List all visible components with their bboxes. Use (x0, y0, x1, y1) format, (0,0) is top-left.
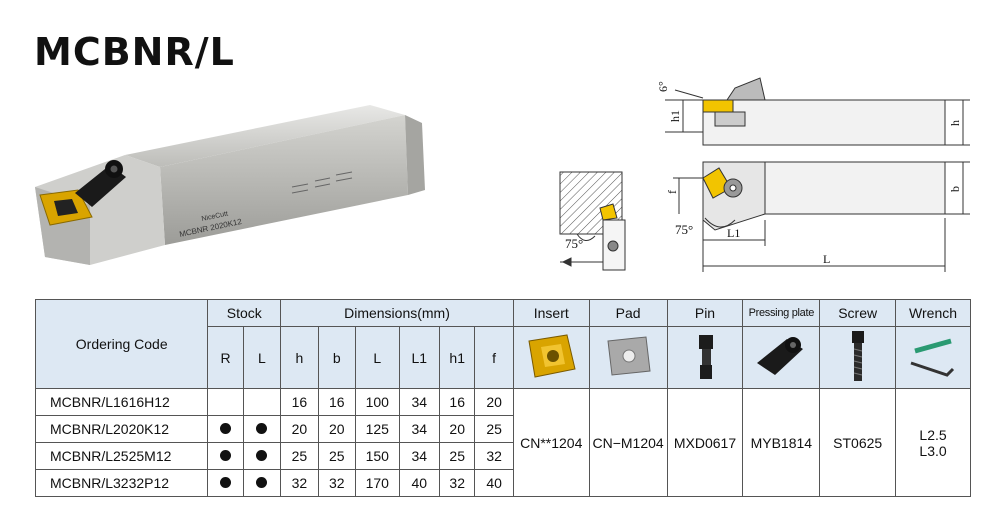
wrench-code-2: L3.0 (919, 442, 947, 459)
screw-code: ST0625 (819, 388, 897, 497)
header-dim-L1: L1 (398, 326, 441, 389)
pin-image (666, 326, 744, 389)
row-stock-r (207, 469, 244, 497)
header-dim-f: f (474, 326, 514, 389)
row-stock-l (242, 442, 282, 470)
header-dim-h: h (280, 326, 319, 389)
row-dim-h: 32 (280, 469, 319, 497)
dim-label-L1: L1 (727, 226, 740, 240)
table-row: MCBNR/L1616H12 16 16 100 34 16 20 CN**12… (34, 388, 971, 497)
technical-drawing: 6° h1 h b f L1 L 75° 75° (559, 77, 970, 272)
row-dim-h1: 16 (439, 388, 476, 416)
row-stock-r (207, 442, 244, 470)
row-stock-r (207, 415, 244, 443)
header-dim-h1: h1 (439, 326, 476, 389)
table-row: MCBNR/L3232P12 32 32 170 40 32 40 (34, 469, 971, 497)
pressing-plate-code: MYB1814 (742, 388, 821, 497)
row-dim-L: 100 (354, 388, 400, 416)
dim-label-b: b (948, 186, 962, 192)
header-screw: Screw (819, 299, 897, 327)
stock-dot (256, 423, 268, 434)
header-pad: Pad (588, 299, 668, 327)
row-stock-r (207, 388, 244, 416)
stock-dot (220, 423, 232, 434)
row-dim-L1: 40 (398, 469, 441, 497)
row-dim-h1: 25 (439, 442, 476, 470)
angle-label-main: 75° (675, 222, 693, 237)
row-dim-f: 20 (474, 388, 514, 416)
pad-image (588, 326, 668, 389)
row-code: MCBNR/L2020K12 (34, 415, 209, 443)
header-dim-L: L (354, 326, 400, 389)
row-dim-L1: 34 (398, 442, 441, 470)
header-stock-r: R (207, 326, 244, 389)
row-dim-h: 16 (280, 388, 319, 416)
row-dim-f: 25 (474, 415, 514, 443)
row-dim-b: 25 (317, 442, 356, 470)
header-stock: Stock (207, 299, 282, 327)
row-code: MCBNR/L1616H12 (34, 388, 209, 416)
toolholder-product-image: NiceCutt MCBNR 2020K12 (35, 105, 425, 265)
header-dimensions: Dimensions(mm) (280, 299, 514, 327)
pad-code: CN−M1204 (588, 388, 668, 497)
page-title: MCBNR/L (34, 30, 235, 74)
header-stock-l: L (242, 326, 282, 389)
dim-label-h: h (948, 120, 962, 126)
header-dim-b: b (317, 326, 356, 389)
header-insert: Insert (512, 299, 590, 327)
table-row: MCBNR/L2525M12 25 25 150 34 25 32 (34, 442, 971, 470)
wrench-codes: L2.5 L3.0 (895, 388, 971, 497)
row-dim-L: 170 (354, 469, 400, 497)
stock-dot (220, 477, 232, 488)
row-dim-L: 125 (354, 415, 400, 443)
header-ordering-code: Ordering Code (34, 299, 209, 389)
wrench-code-1: L2.5 (919, 426, 947, 443)
row-dim-h: 20 (280, 415, 319, 443)
header-wrench: Wrench (895, 299, 971, 327)
stock-dot (256, 450, 268, 461)
wrench-image (895, 326, 971, 389)
pressing-plate-image (742, 326, 821, 389)
row-dim-f: 40 (474, 469, 514, 497)
specification-table: Ordering Code Stock Dimensions(mm) Inser… (34, 299, 971, 497)
row-stock-l (242, 469, 282, 497)
row-dim-b: 20 (317, 415, 356, 443)
row-dim-L1: 34 (398, 415, 441, 443)
row-dim-L1: 34 (398, 388, 441, 416)
row-dim-b: 32 (317, 469, 356, 497)
insert-code: CN**1204 (512, 388, 590, 497)
table-row: MCBNR/L2020K12 20 20 125 34 20 25 (34, 415, 971, 443)
stock-dot (220, 450, 232, 461)
row-dim-b: 16 (317, 388, 356, 416)
header-pressing-plate: Pressing plate (742, 299, 821, 327)
insert-image (512, 326, 590, 389)
row-dim-h1: 20 (439, 415, 476, 443)
stock-dot (256, 477, 268, 488)
row-code: MCBNR/L3232P12 (34, 469, 209, 497)
row-dim-h1: 32 (439, 469, 476, 497)
row-dim-h: 25 (280, 442, 319, 470)
dim-label-f: f (665, 190, 679, 194)
screw-image (819, 326, 897, 389)
dim-label-6: 6° (656, 81, 670, 92)
row-stock-l (242, 388, 282, 416)
angle-label-side: 75° (565, 236, 583, 251)
dim-label-L: L (823, 252, 830, 266)
row-dim-f: 32 (474, 442, 514, 470)
header-pin: Pin (666, 299, 744, 327)
dim-label-h1: h1 (668, 110, 682, 122)
pin-code: MXD0617 (666, 388, 744, 497)
row-code: MCBNR/L2525M12 (34, 442, 209, 470)
row-dim-L: 150 (354, 442, 400, 470)
row-stock-l (242, 415, 282, 443)
